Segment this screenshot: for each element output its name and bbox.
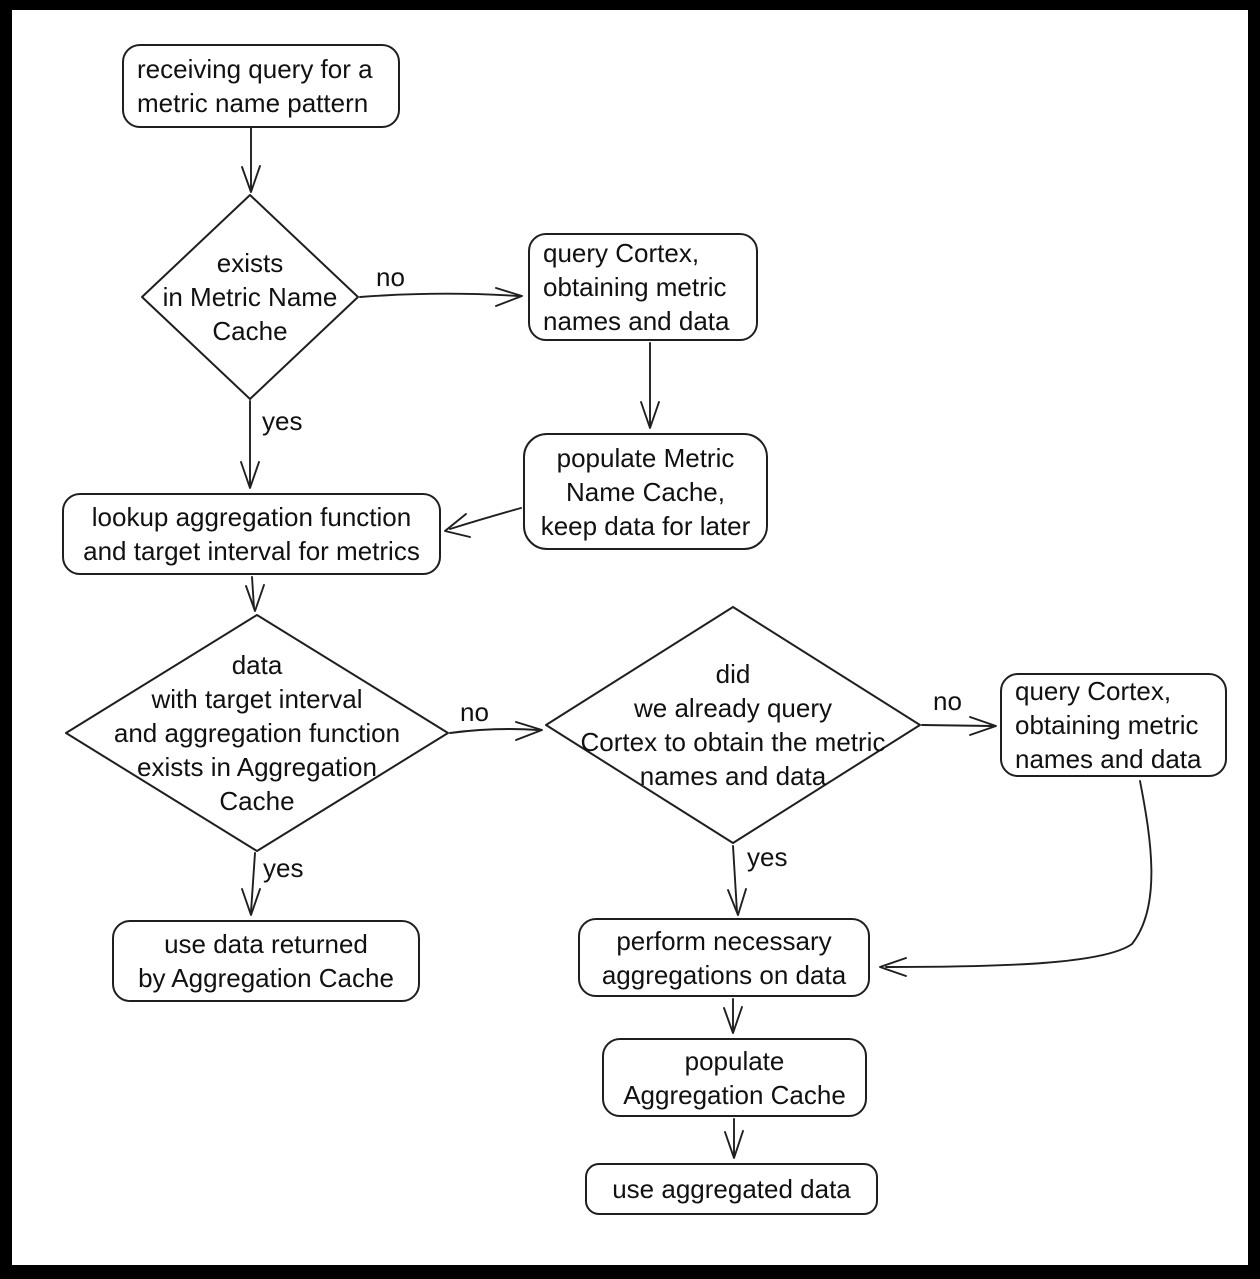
- arrow-lookup-to-data-exists: [251, 576, 255, 609]
- decision-data-exists-aggregation-cache-shape: [65, 614, 449, 852]
- node-use-aggregation-cache-data: use data returned by Aggregation Cache: [112, 920, 420, 1002]
- edge-label-no-exists-cache: no: [376, 262, 405, 292]
- arrowhead-already-queried-no-to-query-cortex: [969, 716, 997, 736]
- node-perform-aggregations: perform necessary aggregations on data: [578, 918, 870, 997]
- arrow-data-exists-yes-to-use-cache: [250, 852, 256, 913]
- arrowhead-lookup-to-data-exists: [245, 584, 265, 612]
- node-use-aggregated-data: use aggregated data: [585, 1163, 878, 1215]
- arrow-already-queried-yes-to-perform: [732, 845, 738, 913]
- decision-exists-metric-name-cache-shape: [141, 194, 359, 400]
- node-populate-metric-name-cache: populate Metric Name Cache, keep data fo…: [523, 433, 768, 550]
- arrow-exists-no-to-query-cortex: [359, 292, 519, 298]
- edge-label-yes-already-queried: yes: [747, 842, 788, 872]
- decision-already-queried-cortex-shape: [545, 606, 921, 844]
- node-receive-query: receiving query for a metric name patter…: [122, 44, 400, 128]
- arrow-data-exists-no-to-already-queried: [449, 728, 539, 734]
- arrowhead-query-cortex-to-populate-name: [640, 401, 660, 429]
- arrowhead-exists-yes-to-lookup: [240, 461, 260, 489]
- arrowhead-data-exists-yes-to-use-cache: [241, 888, 261, 916]
- node-lookup-aggregation: lookup aggregation function and target i…: [62, 493, 441, 575]
- arrow-already-queried-no-to-query-cortex: [921, 724, 993, 727]
- arrow-populate-name-to-lookup: [449, 507, 522, 530]
- arrowhead-perform-to-populate-agg: [723, 1006, 743, 1034]
- decision-data-exists-aggregation-cache-label: data with target interval and aggregatio…: [113, 650, 401, 816]
- arrowhead-populate-agg-to-use-agg: [724, 1130, 744, 1159]
- edge-label-yes-agg-cache: yes: [263, 853, 304, 883]
- edge-label-no-agg-cache: no: [460, 697, 489, 727]
- edge-label-no-already-queried: no: [933, 686, 962, 716]
- arrowhead-query-cortex-right-to-perform: [879, 957, 907, 977]
- arrowhead-exists-no-to-query-cortex: [495, 287, 523, 307]
- arrowhead-already-queried-yes-to-perform: [727, 888, 747, 916]
- arrow-query-cortex-right-to-perform: [885, 780, 1153, 968]
- arrowhead-receive-to-exists: [241, 165, 261, 193]
- node-query-cortex-top: query Cortex, obtaining metric names and…: [528, 233, 758, 341]
- node-populate-aggregation-cache: populate Aggregation Cache: [602, 1038, 867, 1117]
- arrowhead-data-exists-no-to-already-queried: [515, 721, 543, 741]
- decision-exists-metric-name-cache-label: exists in Metric Name Cache: [162, 248, 338, 346]
- edge-label-yes-exists-cache: yes: [262, 406, 303, 436]
- arrowhead-populate-name-to-lookup: [444, 513, 471, 538]
- node-query-cortex-right: query Cortex, obtaining metric names and…: [1000, 673, 1227, 777]
- decision-already-queried-cortex-label: did we already query Cortex to obtain th…: [580, 659, 886, 791]
